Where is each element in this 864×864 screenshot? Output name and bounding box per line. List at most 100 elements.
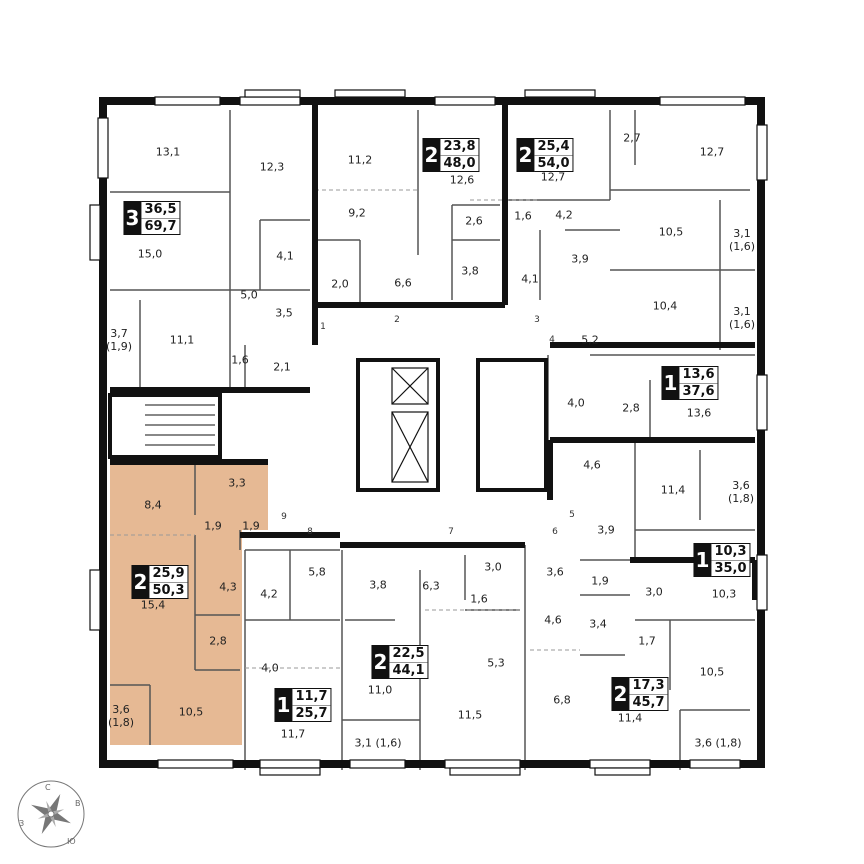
door-number-label: 3: [534, 315, 540, 325]
room-area-label: 1,9: [242, 519, 260, 533]
room-area-label: 3,0: [484, 560, 502, 574]
door-number-label: 6: [552, 527, 558, 537]
room-area-label: 11,5: [457, 708, 483, 722]
room-area-label: 2,7: [623, 131, 641, 145]
room-count: 2: [422, 138, 441, 172]
room-area-label: 4,6: [583, 458, 601, 472]
highlighted-apartment-area: [110, 462, 268, 745]
room-area-label: 1,6: [231, 353, 249, 367]
door-number-label: 9: [281, 512, 287, 522]
exterior-wall: [99, 97, 765, 768]
room-area-label: 1,7: [638, 634, 656, 648]
room-area-label: 3,3: [228, 476, 246, 490]
total-area: 45,7: [632, 695, 665, 710]
room-area-label: 12,3: [259, 160, 285, 174]
total-area: 37,6: [682, 384, 715, 399]
room-area-label: 10,4: [652, 299, 678, 313]
living-area: 10,3: [711, 544, 750, 561]
room-area-label: 3,1 (1,6): [728, 227, 756, 253]
room-area-label: 10,5: [658, 225, 684, 239]
room-area-label: 2,8: [209, 634, 227, 648]
elevator-core: [108, 358, 548, 492]
living-area: 23,8: [440, 139, 479, 156]
room-area-label: 1,6: [514, 209, 532, 223]
room-area-label: 12,7: [699, 145, 725, 159]
room-area-label: 3,1 (1,6): [728, 305, 756, 331]
room-area-label: 6,3: [422, 579, 440, 593]
room-area-label: 3,8: [369, 578, 387, 592]
room-area-label: 11,4: [660, 483, 686, 497]
room-area-label: 12,6: [449, 173, 475, 187]
compass-west: З: [19, 819, 24, 828]
room-area-label: 10,5: [699, 665, 725, 679]
living-area: 36,5: [141, 202, 180, 219]
room-area-label: 9,2: [348, 206, 366, 220]
room-count: 2: [516, 138, 535, 172]
total-area: 69,7: [144, 219, 177, 234]
room-area-label: 4,0: [567, 396, 585, 410]
load-bearing-walls: [110, 100, 758, 600]
room-count: 1: [661, 366, 680, 400]
room-area-label: 4,2: [555, 208, 573, 222]
room-area-label: 3,4: [589, 617, 607, 631]
room-area-label: 12,7: [540, 170, 566, 184]
room-area-label: 3,8: [461, 264, 479, 278]
room-area-label: 3,0: [645, 585, 663, 599]
interior-walls: [110, 110, 755, 770]
room-area-label: 3,9: [597, 523, 615, 537]
room-area-label: 13,6: [686, 406, 712, 420]
room-area-label: 1,6: [470, 592, 488, 606]
room-area-label: 10,3: [711, 587, 737, 601]
room-count: 1: [274, 688, 293, 722]
room-area-label: 15,0: [137, 247, 163, 261]
room-area-label: 4,1: [521, 272, 539, 286]
room-area-label: 6,8: [553, 693, 571, 707]
room-area-label: 5,8: [308, 565, 326, 579]
room-count: 2: [371, 645, 390, 679]
room-count: 3: [123, 201, 142, 235]
room-area-label: 6,6: [394, 276, 412, 290]
total-area: 54,0: [537, 156, 570, 171]
room-area-label: 13,1: [155, 145, 181, 159]
door-number-label: 5: [569, 510, 575, 520]
room-area-label: 8,4: [144, 498, 162, 512]
living-area: 22,5: [389, 646, 428, 663]
room-area-label: 11,0: [367, 683, 393, 697]
zone-dividers: [110, 189, 580, 669]
room-area-label: 5,2: [581, 333, 599, 347]
room-area-label: 15,4: [140, 598, 166, 612]
room-area-label: 4,2: [260, 587, 278, 601]
room-area-label: 5,3: [487, 656, 505, 670]
staircase-icon: [145, 404, 215, 446]
room-area-label: 3,6 (1,8): [727, 479, 755, 505]
compass-rose-icon: С В Ю З: [17, 780, 85, 848]
living-area: 25,9: [149, 566, 188, 583]
door-number-label: 8: [307, 527, 313, 537]
total-area: 48,0: [443, 156, 476, 171]
room-area-label: 5,0: [240, 288, 258, 302]
room-area-label: 4,6: [544, 613, 562, 627]
room-count: 1: [693, 543, 712, 577]
compass-south: Ю: [67, 837, 76, 846]
room-area-label: 10,5: [178, 705, 204, 719]
living-area: 25,4: [534, 139, 573, 156]
door-number-label: 7: [448, 527, 454, 537]
room-area-label: 3,5: [275, 306, 293, 320]
room-area-label: 11,7: [280, 727, 306, 741]
room-count: 2: [611, 677, 630, 711]
compass-east: В: [75, 799, 81, 808]
door-number-label: 2: [394, 315, 400, 325]
room-area-label: 2,8: [622, 401, 640, 415]
room-area-label: 1,9: [591, 574, 609, 588]
